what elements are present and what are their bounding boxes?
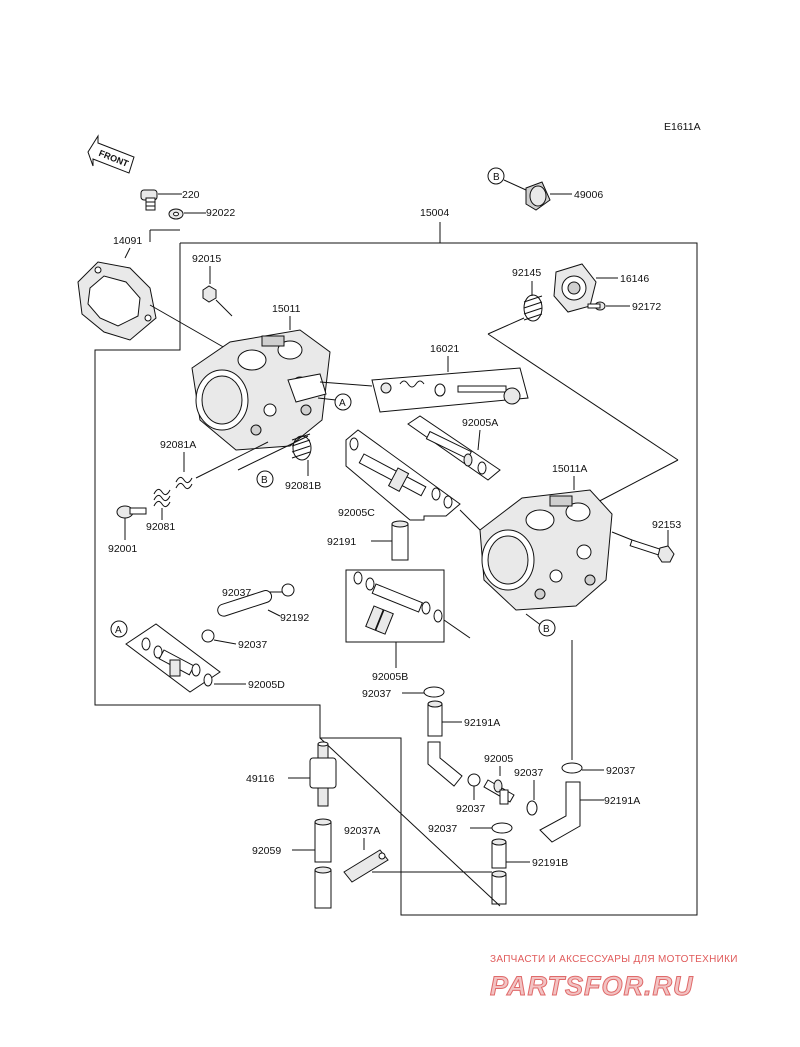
label-92037-g: 92037 bbox=[428, 823, 457, 835]
label-92192: 92192 bbox=[280, 612, 309, 624]
part-92191A-hose-upper bbox=[427, 700, 462, 737]
label-92005D: 92005D bbox=[248, 679, 285, 691]
part-bent-hose bbox=[427, 741, 463, 787]
label-92191B: 92191B bbox=[532, 857, 568, 869]
label-92005A: 92005A bbox=[462, 417, 498, 429]
callout-B-mid-circle bbox=[256, 470, 274, 488]
label-16146: 16146 bbox=[620, 273, 649, 285]
part-92005A-fitting bbox=[407, 415, 501, 481]
label-92037-a: 92037 bbox=[222, 587, 251, 599]
label-92005B: 92005B bbox=[372, 671, 408, 683]
label-92153: 92153 bbox=[652, 519, 681, 531]
label-92191A-a: 92191A bbox=[464, 717, 500, 729]
label-15011A: 15011A bbox=[552, 463, 587, 475]
part-92037-clip-g bbox=[470, 822, 513, 834]
leader-line bbox=[487, 317, 525, 335]
callout-B-mid: B bbox=[261, 475, 268, 486]
label-92191A-b: 92191A bbox=[604, 795, 640, 807]
label-92005: 92005 bbox=[484, 753, 513, 765]
label-92081: 92081 bbox=[146, 521, 175, 533]
label-92037-f: 92037 bbox=[606, 765, 635, 777]
callout-A-bottom-circle bbox=[110, 620, 128, 638]
callout-B-top: B bbox=[493, 172, 500, 183]
label-92081B: 92081B bbox=[285, 480, 321, 492]
part-92191A-hose-lower bbox=[539, 781, 604, 843]
front-arrow: FRONT bbox=[87, 134, 135, 174]
part-92037A-clamp bbox=[343, 838, 389, 883]
part-92191-tube bbox=[371, 520, 409, 561]
part-92005D-fitting bbox=[125, 623, 246, 693]
label-49006: 49006 bbox=[574, 189, 603, 201]
part-49006-cap bbox=[487, 167, 572, 211]
part-14091-cover bbox=[77, 229, 233, 353]
callout-A-left: A bbox=[339, 398, 346, 409]
label-92037A: 92037A bbox=[344, 825, 380, 837]
part-92022-washer bbox=[168, 208, 206, 220]
label-49116: 49116 bbox=[246, 773, 275, 785]
part-92037-clip-b bbox=[201, 629, 237, 645]
label-92037-c: 92037 bbox=[362, 688, 391, 700]
part-16021-shaft-assembly bbox=[319, 356, 529, 413]
callout-A-left-circle bbox=[334, 393, 352, 411]
part-92172-screw bbox=[587, 301, 630, 311]
label-92191: 92191 bbox=[327, 536, 356, 548]
part-16146-sensor bbox=[553, 263, 618, 313]
callout-B-right-circle bbox=[538, 619, 556, 637]
leader-line bbox=[487, 333, 679, 461]
label-92015: 92015 bbox=[192, 253, 221, 265]
part-92005-fitting bbox=[483, 766, 515, 805]
label-14091: 14091 bbox=[113, 235, 142, 247]
label-92081A: 92081A bbox=[160, 439, 196, 451]
label-92022: 92022 bbox=[206, 207, 235, 219]
part-92037-clip-f bbox=[561, 762, 604, 774]
part-92037-clip-e bbox=[467, 773, 481, 800]
label-92172: 92172 bbox=[632, 301, 661, 313]
label-92145: 92145 bbox=[512, 267, 541, 279]
part-92037-clip-c bbox=[402, 686, 445, 698]
label-92005C: 92005C bbox=[338, 507, 375, 519]
part-92059-tube bbox=[292, 818, 332, 909]
label-220: 220 bbox=[182, 189, 200, 201]
watermark-logo: PARTSFOR.RU bbox=[490, 971, 694, 1001]
leader-line bbox=[589, 459, 679, 507]
part-49116-filter bbox=[288, 741, 337, 807]
part-92081B-spring bbox=[291, 433, 312, 476]
part-92191B-tube bbox=[491, 838, 530, 905]
part-92001-screw bbox=[116, 505, 147, 540]
part-92081-spring bbox=[153, 488, 171, 520]
part-92005C-fitting bbox=[345, 429, 481, 531]
part-92037-clip-d bbox=[526, 780, 538, 816]
callout-B-right: B bbox=[543, 624, 550, 635]
watermark-tagline: ЗАПЧАСТИ И АКСЕССУАРЫ ДЛЯ МОТОТЕХНИКИ bbox=[490, 954, 738, 965]
label-15004: 15004 bbox=[420, 207, 449, 219]
label-15011: 15011 bbox=[272, 303, 301, 315]
label-16021: 16021 bbox=[430, 343, 459, 355]
callout-A-bottom: A bbox=[115, 625, 122, 636]
part-15011-carburetor-left bbox=[191, 316, 337, 451]
diagram-code: E1611A bbox=[664, 121, 701, 133]
label-92037-e: 92037 bbox=[456, 803, 485, 815]
part-92145-spring bbox=[523, 281, 543, 322]
part-92192-tube bbox=[217, 590, 281, 617]
part-92005B-fitting bbox=[345, 569, 471, 668]
label-92037-b: 92037 bbox=[238, 639, 267, 651]
leader-line bbox=[319, 737, 501, 907]
part-92081A-spring bbox=[175, 435, 309, 490]
label-92001: 92001 bbox=[108, 543, 137, 555]
part-220-bolt bbox=[140, 189, 182, 211]
part-92153-bolt bbox=[611, 530, 675, 563]
label-92037-d: 92037 bbox=[514, 767, 543, 779]
label-92059: 92059 bbox=[252, 845, 281, 857]
part-15011A-carburetor-right bbox=[479, 476, 613, 627]
part-92015-nut bbox=[202, 266, 233, 317]
